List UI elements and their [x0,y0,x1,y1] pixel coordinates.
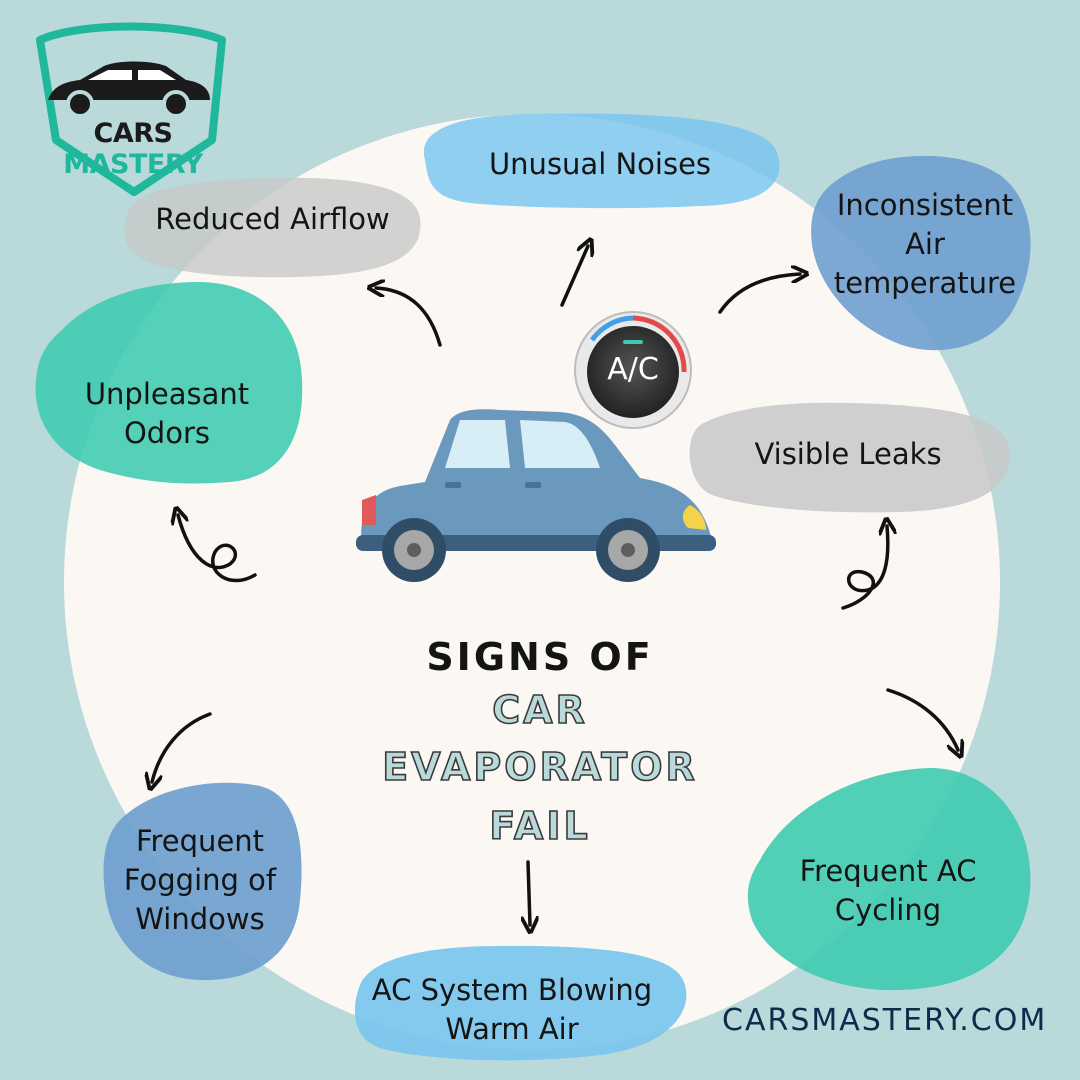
label-warm-air-line2: Warm Air [445,1012,579,1046]
logo-wordmark: CARS MASTERY [26,118,240,180]
title-line-car: CAR [491,687,588,733]
label-inconsistent-temp-line2: Air [905,227,945,261]
center-circle [64,114,1000,1050]
arrow-to-reduced-airflow [376,288,442,347]
label-reduced-airflow: Reduced Airflow [155,202,390,236]
arrow-to-inconsistent-temp [718,274,800,314]
label-ac-cycling: Frequent AC Cycling [778,852,998,930]
arrows [152,246,958,925]
arrow-to-unusual-noises [560,246,588,307]
logo-text-cars: CARS [93,118,173,149]
label-unusual-noises: Unusual Noises [488,147,712,181]
title-line-evaporator: EVAPORATOR [381,744,698,790]
label-ac-cycling-line2: Cycling [834,893,942,927]
label-fogging: Frequent Fogging of Windows [110,822,290,939]
arrow-to-warm-air [528,860,530,925]
cars-mastery-logo [36,22,226,196]
label-warm-air-line1: AC System Blowing [371,973,653,1007]
label-fogging-line1: Frequent [135,824,265,858]
website-url: CARSMASTERY.COM [722,1003,1048,1038]
label-fogging-line2: Fogging of [123,863,277,897]
label-inconsistent-temp: Inconsistent Air temperature [820,186,1030,303]
title-line-signs-of: SIGNS OF [426,635,654,679]
arrow-to-unpleasant-odors [178,515,257,583]
arrow-to-visible-leaks [841,526,888,610]
label-fogging-line3: Windows [135,902,265,936]
blob-ac-cycling [747,768,1031,991]
label-inconsistent-temp-line3: temperature [833,266,1017,300]
label-visible-leaks: Visible Leaks [754,437,942,471]
logo-text-mastery: MASTERY [63,149,203,180]
label-inconsistent-temp-line1: Inconsistent [836,188,1014,222]
blob-visible-leaks [689,402,1010,513]
blob-warm-air [354,945,687,1061]
ac-knob-icon [574,311,692,429]
arrow-to-fogging [152,712,212,782]
car-illustration-icon [356,409,716,582]
blob-unusual-noises [423,113,780,209]
ac-button-label: A/C [607,352,659,387]
blob-reduced-airflow [124,177,421,278]
blob-fogging [103,782,302,981]
blob-unpleasant-odors [35,282,303,484]
arrow-to-ac-cycling [886,688,958,750]
label-warm-air: AC System Blowing Warm Air [362,971,662,1049]
blob-inconsistent-temp [811,155,1031,351]
logo-car-icon [48,61,210,100]
label-ac-cycling-line1: Frequent AC [799,854,977,888]
label-unpleasant-odors: Unpleasant Odors [84,377,250,450]
title-line-fail: FAIL [489,803,591,849]
